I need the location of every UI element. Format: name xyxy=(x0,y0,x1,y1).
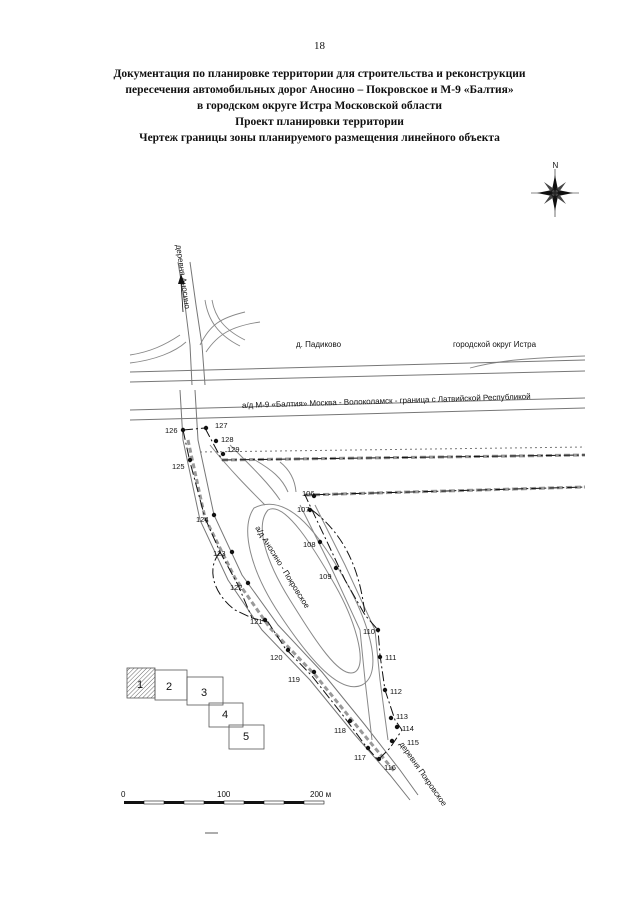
point-label: 122 xyxy=(230,583,243,592)
compass-rose-icon: N xyxy=(531,161,579,217)
label-pokrovskoe: деревня Покровское xyxy=(397,740,449,808)
page-number: 18 xyxy=(314,40,325,52)
scale-tick-0: 0 xyxy=(121,790,126,799)
compass-north-letter: N xyxy=(553,161,559,170)
point-label: 127 xyxy=(215,421,228,430)
point-label: 115 xyxy=(407,738,419,747)
junction-ramps xyxy=(209,444,297,506)
point-label: 110 xyxy=(363,627,375,636)
sheet-1: 1 xyxy=(137,679,143,691)
scale-tick-100: 100 xyxy=(217,790,231,799)
arrow-up-icon xyxy=(178,274,185,313)
title-line-1: Документация по планировке территории дл… xyxy=(113,68,526,80)
point-label: 114 xyxy=(402,724,414,733)
sheet-2: 2 xyxy=(166,681,172,693)
point-label: 116 xyxy=(384,763,396,772)
point-label: 112 xyxy=(390,687,402,696)
point-label: 108 xyxy=(303,540,316,549)
point-label: 124 xyxy=(196,515,209,524)
boundary-point-markers xyxy=(180,425,400,762)
title-line-4: Проект планировки территории xyxy=(235,116,404,128)
point-label: 111 xyxy=(385,653,396,662)
sheet-3: 3 xyxy=(201,687,207,699)
sheet-5: 5 xyxy=(243,731,249,743)
interchange-loop xyxy=(247,503,374,688)
point-label: 113 xyxy=(396,712,408,721)
scale-bar: 0 100 200 м xyxy=(121,790,331,805)
point-label: 126 xyxy=(165,426,178,435)
point-label: 118 xyxy=(334,726,346,735)
label-padikovo: д. Падиково xyxy=(296,340,342,349)
road-center-dashes xyxy=(186,439,397,773)
label-okrug: городской округ Истра xyxy=(453,340,537,349)
title-line-2: пересечения автомобильных дорог Аносино … xyxy=(125,84,514,96)
boundary-point-labels: 106 107 108 109 110 111 112 113 114 115 … xyxy=(165,421,419,772)
label-road-anosino-pokrovskoe: а/д Аносино - Покровское xyxy=(253,524,312,610)
point-label: 128 xyxy=(221,435,234,444)
road-anosino-pokrovskoe xyxy=(179,389,419,801)
ramp-curves xyxy=(129,299,586,369)
point-label: 119 xyxy=(288,675,300,684)
point-label: 109 xyxy=(319,572,332,581)
point-label: 129 xyxy=(227,445,240,454)
m9-highway xyxy=(129,359,586,453)
point-label: 123 xyxy=(213,549,226,558)
point-label: 107 xyxy=(297,505,310,514)
point-label: 106 xyxy=(302,489,315,498)
document-title: Документация по планировке территории дл… xyxy=(0,66,639,146)
title-line-3: в городском округе Истра Московской обла… xyxy=(197,100,442,112)
point-label: 117 xyxy=(354,753,366,762)
east-branch-road xyxy=(299,504,389,741)
title-line-5: Чертеж границы зоны планируемого размеще… xyxy=(139,132,500,144)
point-label: 120 xyxy=(270,653,283,662)
sheet-4: 4 xyxy=(222,709,228,721)
sheet-index: 1 2 3 4 5 xyxy=(126,667,265,750)
scale-tick-200: 200 м xyxy=(310,790,331,799)
zone-boundary xyxy=(182,427,586,761)
point-label: 121 xyxy=(250,617,263,626)
label-anosino: деревня Аносино xyxy=(174,244,192,310)
label-m9-highway: а/д М-9 «Балтия» Москва - Волоколамск - … xyxy=(242,392,531,410)
point-label: 125 xyxy=(172,462,185,471)
